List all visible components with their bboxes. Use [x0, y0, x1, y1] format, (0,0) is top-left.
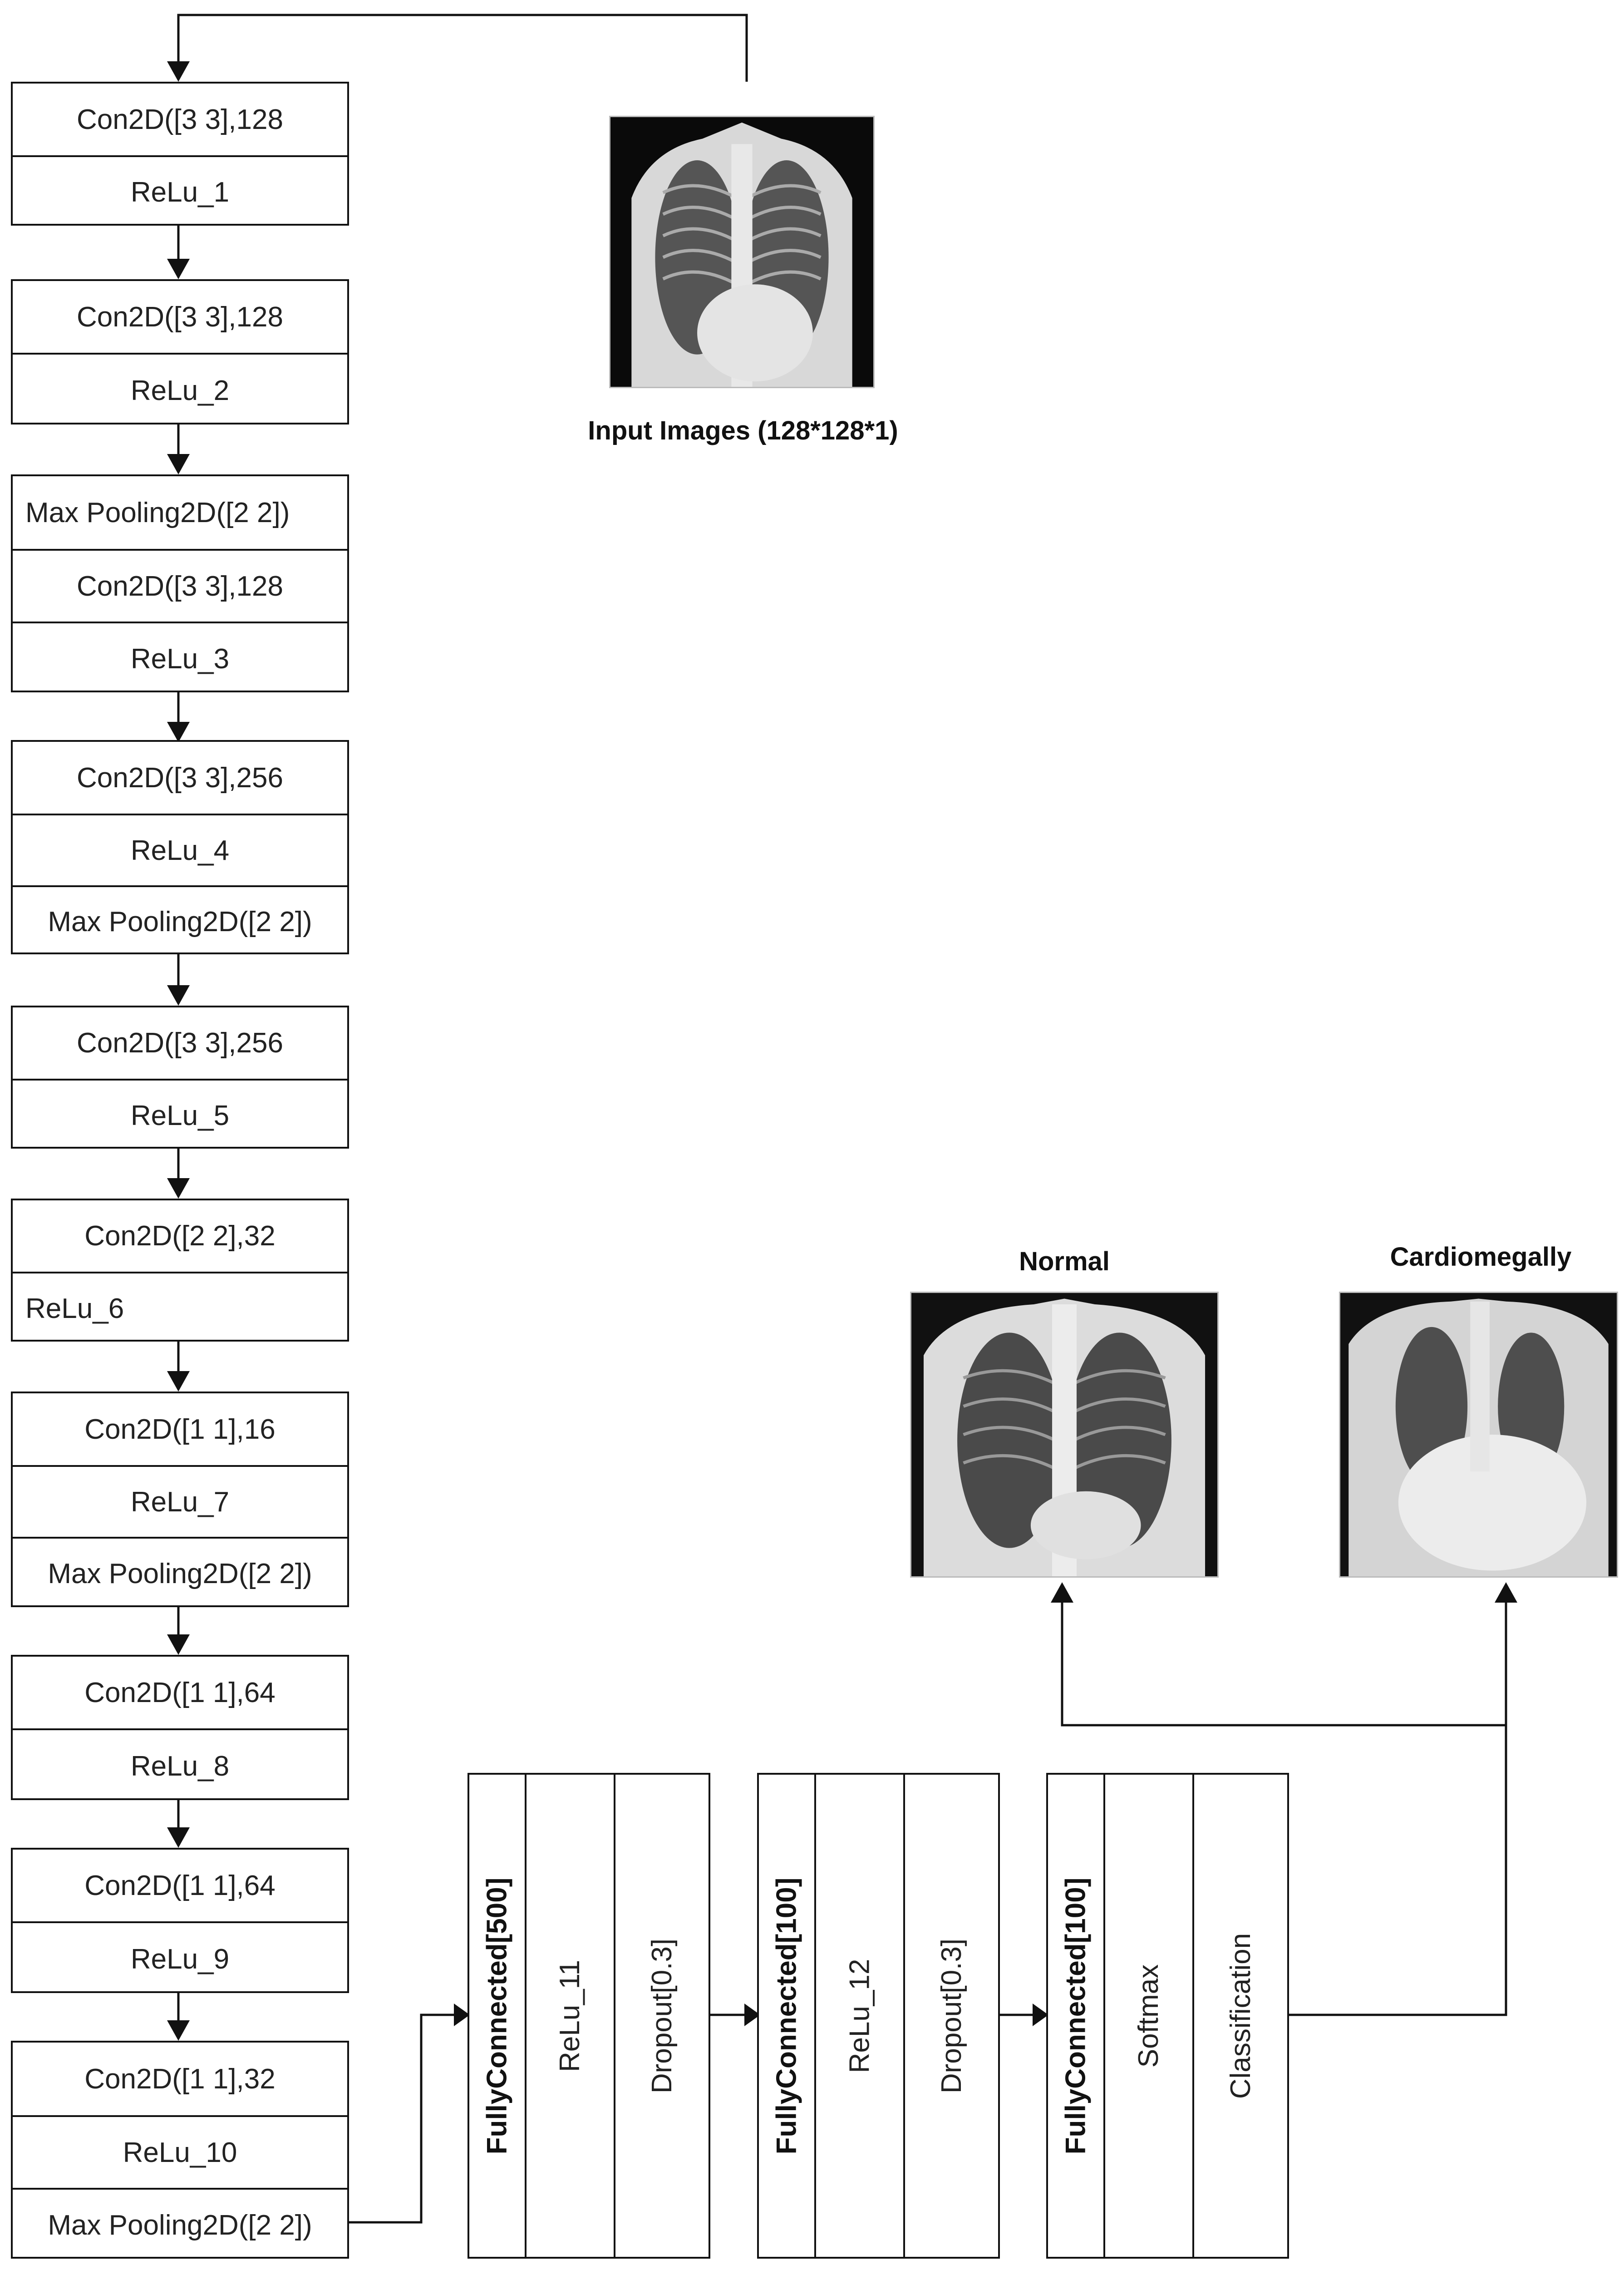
- conv-block-7: Con2D([1 1],16 ReLu_7 Max Pooling2D([2 2…: [11, 1392, 349, 1607]
- conv-block-10-cell-2: ReLu_10: [13, 2115, 347, 2188]
- fc-block-2-label-2: ReLu_12: [844, 1959, 876, 2073]
- fc-block-3-cell-2: Softmax: [1103, 1775, 1192, 2257]
- fc-block-3-label-3: Classification: [1225, 1933, 1256, 2099]
- conv-block-4-cell-1: Con2D([3 3],256: [77, 762, 283, 794]
- fc-block-3-label-2: Softmax: [1133, 1964, 1165, 2068]
- fc-block-2-cell-3: Dropout[0.3]: [903, 1775, 998, 2257]
- conv-block-9-cell-1: Con2D([1 1],64: [84, 1870, 276, 1901]
- fc-block-2-cell-1: FullyConnected[100]: [759, 1775, 814, 2257]
- arrowhead: [454, 2004, 470, 2026]
- fc-block-1-cell-1: FullyConnected[500]: [469, 1775, 525, 2257]
- cardiomegaly-xray-image: [1339, 1292, 1618, 1578]
- arrowhead: [167, 1178, 190, 1199]
- conv-block-10: Con2D([1 1],32 ReLu_10 Max Pooling2D([2 …: [11, 2041, 349, 2259]
- conv-block-3: Max Pooling2D([2 2]) Con2D([3 3],128 ReL…: [11, 474, 349, 692]
- fc-block-3: FullyConnected[100] Softmax Classificati…: [1046, 1773, 1289, 2259]
- conv-block-9: Con2D([1 1],64 ReLu_9: [11, 1848, 349, 1993]
- arrowhead: [167, 722, 190, 742]
- conv-block-10-cell-3: Max Pooling2D([2 2]): [13, 2188, 347, 2260]
- fc-block-2-label-1: FullyConnected[100]: [771, 1877, 802, 2154]
- fc-block-1-label-1: FullyConnected[500]: [481, 1877, 513, 2154]
- conv-block-2-cell-1: Con2D([3 3],128: [77, 301, 283, 333]
- arrowhead: [1051, 1582, 1073, 1603]
- fc-block-1-cell-3: Dropout[0.3]: [614, 1775, 709, 2257]
- normal-caption: Normal: [1019, 1247, 1110, 1276]
- conv-block-1: Con2D([3 3],128 ReLu_1: [11, 82, 349, 226]
- fc-block-3-label-1: FullyConnected[100]: [1060, 1877, 1092, 2154]
- fc-block-1: FullyConnected[500] ReLu_11 Dropout[0.3]: [468, 1773, 710, 2259]
- arrowhead: [167, 454, 190, 474]
- conv-block-4-cell-3: Max Pooling2D([2 2]): [13, 885, 347, 956]
- conv-block-3-cell-3: ReLu_3: [13, 622, 347, 694]
- arrowhead: [167, 61, 190, 82]
- conv-block-5-cell-2: ReLu_5: [13, 1079, 347, 1150]
- arrowhead: [167, 2020, 190, 2041]
- conv-block-2-cell-2: ReLu_2: [13, 353, 347, 426]
- arrowhead: [1033, 2004, 1048, 2026]
- arrow-input-to-conv: [177, 14, 748, 82]
- input-caption: Input Images (128*128*1): [588, 416, 898, 445]
- conv-block-8-cell-2: ReLu_8: [13, 1728, 347, 1802]
- arrow-conv-to-fc1: [349, 2013, 456, 2224]
- fc-block-2: FullyConnected[100] ReLu_12 Dropout[0.3]: [757, 1773, 1000, 2259]
- conv-block-10-cell-1: Con2D([1 1],32: [84, 2063, 276, 2095]
- fc-block-2-cell-2: ReLu_12: [814, 1775, 903, 2257]
- xray-illustration: [610, 117, 873, 387]
- conv-block-7-cell-3: Max Pooling2D([2 2]): [13, 1537, 347, 1609]
- arrowhead: [167, 1371, 190, 1392]
- conv-block-1-cell-1: Con2D([3 3],128: [77, 104, 283, 135]
- arrowhead: [167, 1634, 190, 1655]
- input-xray-image: [609, 116, 875, 388]
- fc-block-1-label-2: ReLu_11: [554, 1959, 586, 2072]
- conv-block-4: Con2D([3 3],256 ReLu_4 Max Pooling2D([2 …: [11, 740, 349, 954]
- fc-block-1-label-3: Dropout[0.3]: [646, 1938, 678, 2093]
- normal-xray-image: [910, 1292, 1219, 1578]
- xray-illustration: [911, 1293, 1217, 1576]
- conv-block-2: Con2D([3 3],128 ReLu_2: [11, 279, 349, 424]
- arrowhead: [1495, 1582, 1517, 1603]
- conv-block-8: Con2D([1 1],64 ReLu_8: [11, 1655, 349, 1800]
- xray-illustration: [1340, 1293, 1617, 1576]
- conv-block-9-cell-2: ReLu_9: [13, 1921, 347, 1995]
- conv-block-1-cell-2: ReLu_1: [13, 155, 347, 227]
- conv-block-6-cell-1: Con2D([2 2],32: [84, 1220, 276, 1252]
- conv-block-5-cell-1: Con2D([3 3],256: [77, 1027, 283, 1059]
- conv-block-3-cell-2: Con2D([3 3],128: [13, 549, 347, 622]
- conv-block-7-cell-2: ReLu_7: [13, 1465, 347, 1537]
- conv-block-7-cell-1: Con2D([1 1],16: [84, 1413, 276, 1445]
- fc-block-3-cell-1: FullyConnected[100]: [1048, 1775, 1103, 2257]
- conv-block-3-cell-1: Max Pooling2D([2 2]): [25, 497, 290, 528]
- fc-block-1-cell-2: ReLu_11: [525, 1775, 614, 2257]
- arrowhead: [744, 2004, 760, 2026]
- fc-block-2-label-3: Dropout[0.3]: [936, 1938, 967, 2093]
- arrowhead: [167, 1827, 190, 1848]
- arrowhead: [167, 259, 190, 279]
- conv-block-5: Con2D([3 3],256 ReLu_5: [11, 1006, 349, 1149]
- cardiomegaly-caption: Cardiomegally: [1390, 1242, 1572, 1272]
- conv-block-4-cell-2: ReLu_4: [13, 814, 347, 885]
- arrowhead: [167, 985, 190, 1006]
- conv-block-6: Con2D([2 2],32 ReLu_6: [11, 1199, 349, 1342]
- conv-block-8-cell-1: Con2D([1 1],64: [84, 1677, 276, 1708]
- fc-block-3-cell-3: Classification: [1192, 1775, 1287, 2257]
- conv-block-6-cell-2: ReLu_6: [13, 1272, 347, 1343]
